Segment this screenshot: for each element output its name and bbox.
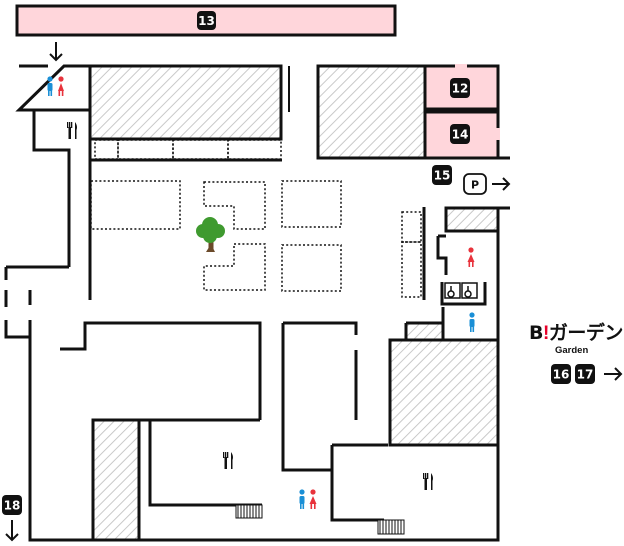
svg-text:16: 16 <box>553 368 570 382</box>
shelves-right <box>401 211 422 298</box>
restaurant-icon <box>67 122 433 490</box>
area-badge-18: 18 <box>2 495 22 515</box>
area-badge-16: 16 <box>551 364 571 384</box>
hatched-block-top <box>88 64 283 141</box>
arrow-right-icon <box>492 177 511 191</box>
restroom-female-icon <box>467 247 475 267</box>
svg-text:14: 14 <box>452 128 469 142</box>
shop-13[interactable] <box>15 4 397 37</box>
garden-brand-bang: ! <box>542 323 549 344</box>
walls-left <box>4 110 400 542</box>
parking-icon[interactable]: P <box>463 173 487 195</box>
arrow-down-icon <box>5 520 19 542</box>
hatched-block-small <box>444 206 500 233</box>
arrow-down-icon <box>49 42 63 62</box>
svg-text:12: 12 <box>452 82 469 96</box>
counter-row <box>94 139 282 160</box>
area-badge-17: 17 <box>575 364 595 384</box>
area-badge-15: 15 <box>432 165 452 185</box>
area-badge-13: 13 <box>197 11 216 30</box>
svg-text:P: P <box>471 179 479 192</box>
garden-subtitle: Garden <box>555 345 589 356</box>
hatched-block-bottom-left <box>91 418 141 542</box>
restroom-icon <box>299 489 317 509</box>
svg-text:15: 15 <box>434 169 451 183</box>
garden-name: ガーデン <box>548 323 624 344</box>
restroom-top-left <box>15 64 92 112</box>
garden-brand-b: B <box>529 322 543 344</box>
restroom-icon <box>47 76 64 96</box>
area-badge-12: 12 <box>450 78 470 98</box>
area-badge-14: 14 <box>450 124 470 144</box>
restroom-male-icon <box>469 312 475 332</box>
wheelchair-icon <box>444 282 478 299</box>
tree-icon <box>196 217 225 252</box>
garden-title[interactable]: B!ガーデン <box>529 318 623 345</box>
escalator-icon <box>377 519 405 535</box>
arrow-right-icon <box>604 367 623 381</box>
plaza-tables <box>90 180 342 292</box>
svg-text:13: 13 <box>198 14 215 28</box>
svg-text:17: 17 <box>577 368 594 382</box>
escalator-icon <box>235 504 263 519</box>
hatched-block-right <box>316 64 427 160</box>
svg-text:18: 18 <box>4 499 21 513</box>
